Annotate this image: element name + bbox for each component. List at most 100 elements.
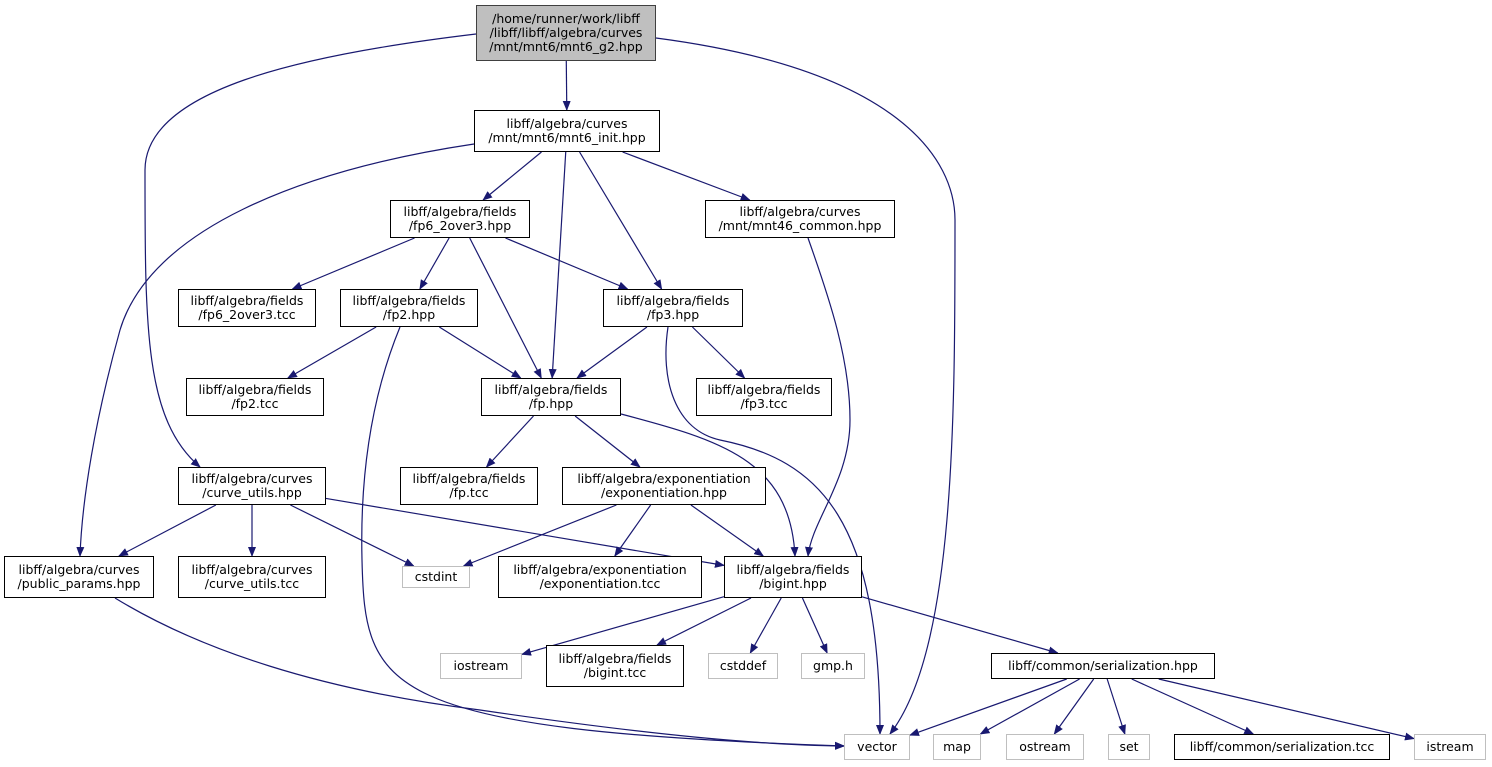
node-cstddef: cstddef	[708, 653, 778, 679]
node-label-line: iostream	[453, 658, 509, 673]
node-label-line: /fp2.tcc	[231, 396, 279, 411]
node-label-line: /fp.tcc	[449, 485, 489, 500]
edge-fp6-2over3-hpp-to-fp-hpp	[469, 237, 542, 379]
node-label-line: /bigint.tcc	[583, 665, 647, 680]
edge-mnt6-g2-to-vector	[655, 37, 956, 735]
edge-mnt6-g2-to-curve-utils-hpp	[144, 33, 477, 468]
node-label-line: /fp2.hpp	[382, 307, 436, 322]
node-label-line: libff/algebra/curves	[18, 562, 140, 577]
node-label-line: /curve_utils.tcc	[204, 576, 300, 591]
node-label-line: libff/common/serialization.tcc	[1189, 739, 1375, 754]
node-label-line: /home/runner/work/libff	[492, 11, 640, 26]
node-bigint-hpp[interactable]: libff/algebra/fields/bigint.hpp	[724, 556, 862, 598]
node-label-line: cstdint	[414, 569, 458, 584]
node-label-line: /public_params.hpp	[17, 576, 141, 591]
node-set: set	[1108, 734, 1150, 760]
edge-bigint-hpp-to-cstddef	[749, 597, 782, 654]
edge-mnt6-init-to-fp3-hpp	[579, 151, 663, 290]
node-label-line: istream	[1426, 739, 1474, 754]
node-label-line: /bigint.hpp	[759, 576, 827, 591]
edge-fp2-hpp-to-fp2-tcc	[287, 326, 377, 379]
node-curve-utils-tcc[interactable]: libff/algebra/curves/curve_utils.tcc	[178, 556, 326, 598]
node-mnt46-common[interactable]: libff/algebra/curves/mnt/mnt46_common.hp…	[705, 200, 895, 238]
node-fp2-tcc[interactable]: libff/algebra/fields/fp2.tcc	[186, 378, 324, 416]
node-fp3-hpp[interactable]: libff/algebra/fields/fp3.hpp	[603, 289, 743, 327]
node-label-line: /libff/libff/algebra/curves	[489, 25, 643, 40]
node-fp2-hpp[interactable]: libff/algebra/fields/fp2.hpp	[340, 289, 478, 327]
node-label-line: /curve_utils.hpp	[202, 485, 302, 500]
node-label-line: /exponentiation.hpp	[601, 485, 727, 500]
node-fp6-2over3-hpp[interactable]: libff/algebra/fields/fp6_2over3.hpp	[390, 200, 530, 238]
node-label-line: cstddef	[719, 658, 767, 673]
node-label-line: libff/algebra/curves	[191, 471, 313, 486]
node-label-line: /mnt/mnt6/mnt6_g2.hpp	[489, 39, 643, 54]
edge-exponentiation-hpp-to-bigint-hpp	[690, 504, 765, 557]
node-label-line: gmp.h	[813, 658, 853, 673]
edge-serialization-hpp-to-ostream	[1053, 678, 1095, 735]
node-label-line: libff/algebra/fields	[707, 382, 821, 397]
edge-curve-utils-hpp-to-public-params	[118, 504, 217, 557]
node-cstdint: cstdint	[402, 566, 470, 588]
edge-bigint-hpp-to-bigint-tcc	[656, 597, 752, 646]
node-label-line: libff/algebra/exponentiation	[577, 471, 751, 486]
node-exponentiation-tcc[interactable]: libff/algebra/exponentiation/exponentiat…	[498, 556, 702, 598]
edge-mnt6-init-to-public-params	[76, 143, 475, 557]
node-label-line: /fp.hpp	[528, 396, 574, 411]
node-label-line: /fp3.hpp	[646, 307, 700, 322]
edge-fp3-hpp-to-fp-hpp	[576, 326, 648, 379]
edge-fp6-2over3-hpp-to-fp6-2over3-tcc	[291, 237, 415, 290]
edge-serialization-hpp-to-serialization-tcc	[1131, 678, 1255, 735]
node-mnt6-init[interactable]: libff/algebra/curves/mnt/mnt6/mnt6_init.…	[474, 110, 660, 152]
node-istream: istream	[1414, 734, 1486, 760]
edge-serialization-hpp-to-istream	[1158, 678, 1415, 741]
node-label-line: libff/common/serialization.hpp	[1008, 658, 1198, 673]
edge-curve-utils-hpp-to-cstdint	[290, 504, 415, 567]
node-fp-tcc[interactable]: libff/algebra/fields/fp.tcc	[400, 467, 538, 505]
node-map: map	[933, 734, 981, 760]
edge-serialization-hpp-to-vector	[909, 678, 1067, 736]
node-label-line: libff/algebra/fields	[494, 382, 608, 397]
edge-serialization-hpp-to-set	[1106, 678, 1126, 735]
edge-mnt6-init-to-mnt46-common	[622, 151, 751, 201]
edge-curve-utils-hpp-to-bigint-hpp	[325, 497, 725, 568]
node-gmp: gmp.h	[801, 653, 865, 679]
node-ostream: ostream	[1006, 734, 1084, 760]
edge-public-params-to-vector	[114, 597, 845, 750]
node-vector: vector	[844, 734, 910, 760]
node-fp6-2over3-tcc[interactable]: libff/algebra/fields/fp6_2over3.tcc	[178, 289, 316, 327]
edge-mnt6-init-to-fp6-2over3-hpp	[482, 151, 542, 201]
node-label-line: libff/algebra/curves	[191, 562, 313, 577]
node-public-params[interactable]: libff/algebra/curves/public_params.hpp	[4, 556, 154, 598]
node-label-line: /mnt/mnt6/mnt6_init.hpp	[488, 130, 646, 145]
node-fp-hpp[interactable]: libff/algebra/fields/fp.hpp	[481, 378, 621, 416]
node-curve-utils-hpp[interactable]: libff/algebra/curves/curve_utils.hpp	[178, 467, 326, 505]
edge-exponentiation-hpp-to-cstdint	[462, 504, 617, 567]
edge-bigint-hpp-to-serialization-hpp	[861, 596, 1059, 655]
node-label-line: /fp3.tcc	[740, 396, 788, 411]
edge-bigint-hpp-to-gmp	[801, 597, 828, 654]
edge-mnt6-init-to-fp-hpp	[548, 151, 567, 379]
node-label-line: libff/algebra/exponentiation	[513, 562, 687, 577]
node-mnt6-g2: /home/runner/work/libff/libff/libff/alge…	[476, 5, 656, 61]
edge-mnt6-g2-to-mnt6-init	[562, 60, 571, 111]
edge-fp-hpp-to-exponentiation-hpp	[574, 415, 641, 468]
node-bigint-tcc[interactable]: libff/algebra/fields/bigint.tcc	[546, 645, 684, 687]
edge-fp6-2over3-hpp-to-fp2-hpp	[419, 237, 450, 290]
node-label-line: /exponentiation.tcc	[539, 576, 661, 591]
node-serialization-tcc[interactable]: libff/common/serialization.tcc	[1174, 734, 1390, 760]
edge-fp3-hpp-to-fp3-tcc	[692, 326, 746, 379]
node-label-line: libff/algebra/fields	[198, 382, 312, 397]
edge-fp-hpp-to-fp-tcc	[485, 415, 534, 468]
node-exponentiation-hpp[interactable]: libff/algebra/exponentiation/exponentiat…	[562, 467, 766, 505]
node-iostream: iostream	[440, 653, 522, 679]
node-label-line: /fp6_2over3.tcc	[198, 307, 296, 322]
edge-exponentiation-hpp-to-exponentiation-tcc	[614, 504, 652, 557]
node-serialization-hpp[interactable]: libff/common/serialization.hpp	[991, 653, 1215, 679]
edge-fp2-hpp-to-vector	[361, 326, 845, 750]
node-fp3-tcc[interactable]: libff/algebra/fields/fp3.tcc	[696, 378, 832, 416]
node-label-line: libff/algebra/curves	[506, 116, 628, 131]
edge-fp6-2over3-hpp-to-fp3-hpp	[505, 237, 629, 290]
node-label-line: ostream	[1019, 739, 1071, 754]
